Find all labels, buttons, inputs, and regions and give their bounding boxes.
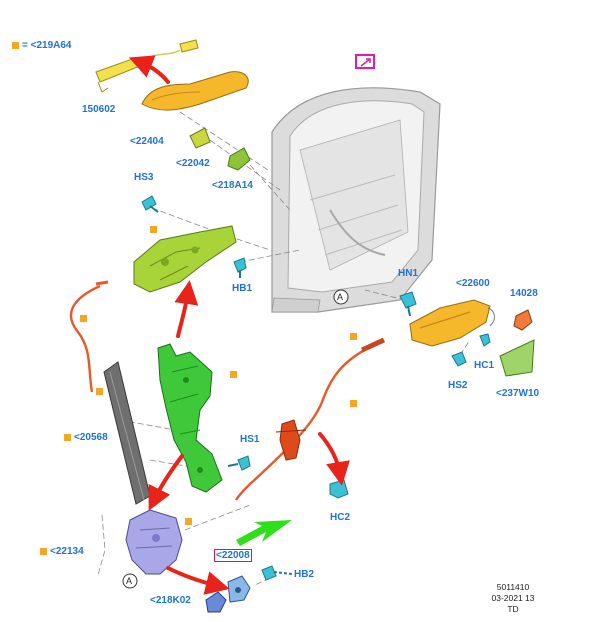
legend-text: = <219A64	[22, 40, 72, 51]
door-frame	[271, 87, 441, 313]
marker-cable	[80, 313, 90, 325]
lamp-part	[513, 309, 533, 331]
legend: = <219A64	[12, 40, 72, 52]
green-highlight-arrow	[236, 520, 292, 546]
detail-label-a1: A	[337, 292, 344, 302]
marker-module	[230, 369, 240, 381]
trim-panel-part	[499, 339, 535, 377]
handle-reinforcement-bracket	[133, 225, 237, 293]
door-latch-assembly	[125, 509, 183, 575]
detail-circles	[122, 289, 349, 589]
legend-square-icon	[12, 41, 19, 49]
part-marker-icon	[64, 433, 71, 441]
clip-hc2	[329, 479, 349, 499]
label-hs2: HS2	[448, 380, 468, 391]
label-22042: <22042	[176, 158, 210, 169]
bolt-hb2	[261, 565, 293, 581]
label-218a14: <218A14	[212, 180, 253, 191]
label-14028: 14028	[510, 288, 538, 299]
part-marker-icon	[350, 332, 357, 340]
part-marker-icon	[350, 399, 357, 407]
door-module-bracket	[157, 343, 223, 493]
cable-clip	[275, 419, 307, 461]
footer-code-2: 03-2021 13	[491, 593, 535, 603]
label-hc1: HC1	[474, 360, 495, 371]
nut-hn1	[399, 291, 417, 317]
footer-code-3: TD	[507, 604, 519, 614]
handle-bracket-parts	[189, 127, 251, 171]
clip-hc1	[479, 333, 491, 347]
label-22600: <22600	[456, 278, 490, 289]
view-direction-icon	[355, 54, 375, 69]
flow-arrows	[128, 55, 350, 595]
interior-handle-part	[409, 299, 495, 347]
screw-hs2	[451, 351, 467, 367]
label-150602: 150602	[82, 104, 116, 115]
part-marker-icon	[230, 370, 237, 378]
detail-label-a2: A	[126, 576, 133, 586]
label-hb2: HB2	[294, 569, 315, 580]
marker-latch	[185, 516, 195, 528]
label-hn1: HN1	[398, 268, 419, 279]
label-22008: <22008	[214, 549, 252, 562]
interior-release-cable	[235, 337, 386, 501]
part-marker-icon	[96, 387, 103, 395]
label-218k02: <218K02	[150, 595, 191, 606]
label-hs1: HS1	[240, 434, 260, 445]
exterior-handle-part	[141, 71, 249, 111]
part-marker-icon	[185, 517, 192, 525]
part-marker-icon	[40, 547, 47, 555]
label-22404: <22404	[130, 136, 164, 147]
screw-hs3	[141, 195, 159, 213]
part-marker-icon	[150, 225, 157, 233]
marker-bracket	[150, 224, 160, 236]
glass-run-channel	[103, 361, 151, 505]
part-marker-icon	[80, 314, 87, 322]
label-hb1: HB1	[232, 283, 253, 294]
label-22134: <22134	[40, 546, 84, 558]
marker-long-cable	[350, 398, 360, 410]
marker-cable-top	[350, 331, 360, 343]
striker-plate-part	[205, 591, 227, 613]
footer-code-1: 5011410	[496, 582, 530, 592]
bolt-hb1	[233, 257, 247, 278]
label-hs3: HS3	[134, 172, 154, 183]
label-hc2: HC2	[330, 512, 351, 523]
marker-cable-end	[96, 386, 106, 398]
screw-hs1	[227, 455, 251, 471]
label-20568: <20568	[64, 432, 108, 444]
label-237w10: <237W10	[496, 388, 540, 399]
left-release-cable	[70, 280, 109, 393]
striker-part	[227, 575, 251, 603]
